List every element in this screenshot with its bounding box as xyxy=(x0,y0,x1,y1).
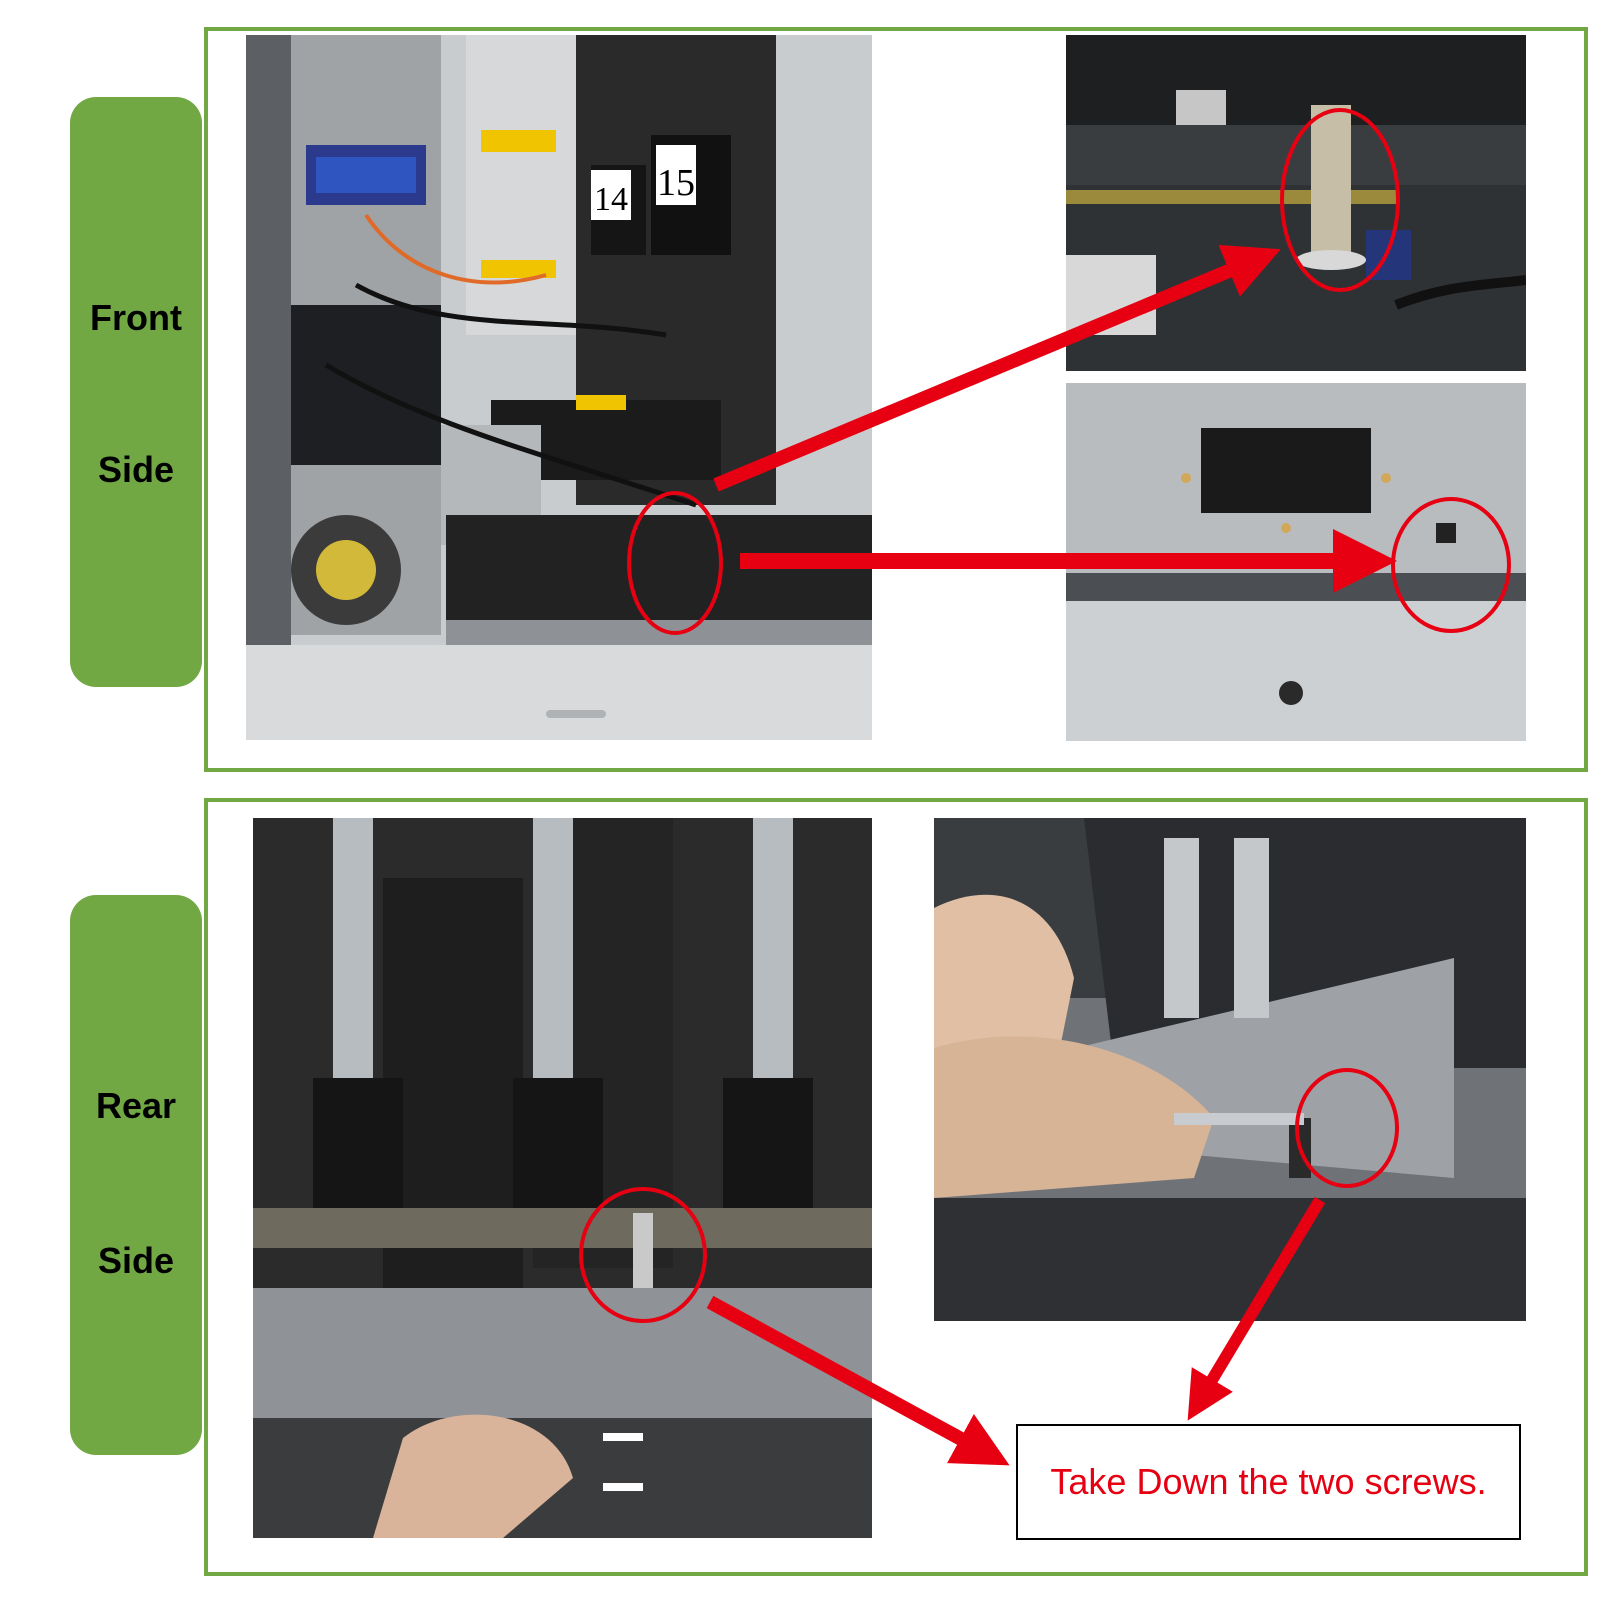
cabinet-number-14: 14 xyxy=(594,181,628,218)
instruction-text: Take Down the two screws. xyxy=(1050,1461,1487,1502)
front-interior-photo: 15 14 xyxy=(246,35,872,740)
rear-screw-removal-photo xyxy=(934,818,1526,1321)
front-label-line1: Front xyxy=(90,297,182,338)
rear-label-line1: Rear xyxy=(95,1085,177,1126)
front-side-label: Front Side xyxy=(70,97,202,687)
instruction-callout: Take Down the two screws. xyxy=(1016,1424,1521,1540)
rear-spindles-photo xyxy=(253,818,872,1538)
front-plate-photo xyxy=(1066,383,1526,741)
rear-label-line2: Side xyxy=(97,1240,175,1281)
front-label-line2: Side xyxy=(97,449,175,490)
front-spindle-closeup-photo xyxy=(1066,35,1526,371)
cabinet-number-15: 15 xyxy=(657,162,695,204)
rear-side-label: Rear Side xyxy=(70,895,202,1455)
